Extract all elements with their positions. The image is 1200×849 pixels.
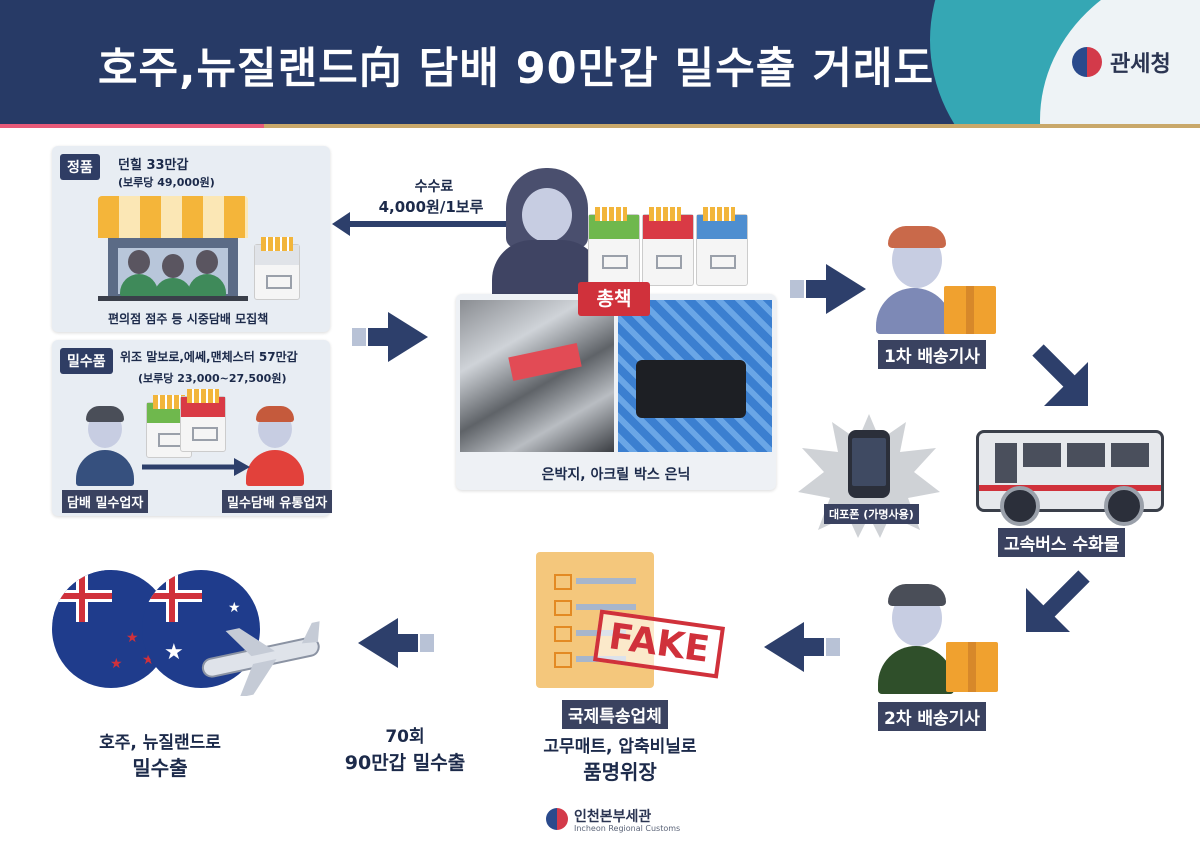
- fee-arrow-icon: [332, 212, 508, 236]
- count-total: 90만갑 밀수출: [344, 752, 466, 774]
- pack-blue-icon: [696, 207, 748, 286]
- concealment-caption: 은박지, 아크릴 박스 은닉: [541, 467, 691, 483]
- driver2-body: [878, 646, 954, 694]
- genuine-caption: 편의점 점주 등 시중담배 모집책: [108, 312, 269, 326]
- page-title: 호주,뉴질랜드向 담배 90만갑 밀수출 거래도: [98, 44, 935, 94]
- store-awning-icon: [98, 196, 248, 238]
- driver1-label: 1차 배송기사: [878, 340, 986, 369]
- boss-badge: 총책: [578, 282, 650, 316]
- flow-arrow-icon: [1032, 344, 1088, 406]
- distributor-hair: [256, 406, 294, 422]
- bus-wheel: [1000, 486, 1040, 526]
- flow-arrow-icon: [352, 312, 428, 362]
- cigarette-pack-icon: [254, 237, 300, 300]
- driver1-body: [876, 288, 952, 334]
- count-label: 70회: [385, 727, 425, 747]
- store-floor: [98, 296, 248, 301]
- evidence-photo-foil: [460, 300, 614, 452]
- person-body: [188, 274, 226, 296]
- person-icon: [196, 250, 218, 274]
- courier-method: 고무매트, 압축비닐로: [543, 737, 697, 757]
- bus-label: 고속버스 수화물: [998, 528, 1126, 557]
- evidence-photo-box: [618, 300, 772, 452]
- smuggler-body: [76, 450, 134, 486]
- courier-disguise: 품명위장: [583, 760, 657, 784]
- header-stripe: [0, 124, 1200, 128]
- agency-name: 관세청: [1110, 52, 1171, 77]
- phone-icon: [848, 430, 890, 498]
- parcel-box-icon: [946, 642, 998, 692]
- genuine-item: 던힐 33만갑: [118, 158, 189, 173]
- smuggler-label: 담배 밀수업자: [62, 490, 149, 513]
- taegeuk-logo-icon: [546, 808, 568, 830]
- person-body: [120, 274, 158, 296]
- evidence-black-mat: [636, 360, 746, 418]
- transfer-arrow-icon: [142, 458, 250, 476]
- smuggled-item: 위조 말보로,에쎄,맨체스터 57만갑: [120, 350, 298, 364]
- pack-green-icon: [588, 207, 640, 286]
- driver1-hair: [888, 226, 946, 248]
- phone-label: 대포폰 (가명사용): [824, 504, 919, 524]
- genuine-price: (보루당 49,000원): [118, 176, 215, 189]
- smuggled-price: (보루당 23,000~27,500원): [138, 372, 287, 385]
- header-bar: [0, 0, 1200, 124]
- driver2-label: 2차 배송기사: [878, 702, 986, 731]
- distributor-label: 밀수담배 유통업자: [222, 490, 333, 513]
- parcel-box-icon: [944, 286, 996, 334]
- footer-name: 인천본부세관: [574, 809, 652, 825]
- fee-label: 수수료: [414, 179, 454, 195]
- evidence-red-pack: [508, 342, 582, 382]
- flow-arrow-icon: [1026, 570, 1090, 632]
- genuine-tag: 정품: [60, 154, 100, 180]
- smuggler-hair: [86, 406, 124, 422]
- destination-label: 호주, 뉴질랜드로: [99, 733, 221, 753]
- distributor-body: [246, 450, 304, 486]
- boss-face: [522, 188, 572, 242]
- footer-subtitle: Incheon Regional Customs: [574, 824, 681, 833]
- bus-wheel: [1104, 486, 1144, 526]
- airplane-icon: [201, 621, 320, 696]
- flow-arrow-icon: [790, 264, 866, 314]
- smuggled-panel: 밀수품 위조 말보로,에쎄,맨체스터 57만갑 (보루당 23,000~27,5…: [52, 340, 333, 516]
- courier-label: 국제특송업체: [562, 700, 668, 729]
- genuine-panel: 정품 던힐 33만갑 (보루당 49,000원) 편의점 점주 등 시중담배 모…: [52, 146, 330, 332]
- pack-red-icon: [642, 207, 694, 286]
- fake-pack-icon: [180, 389, 226, 452]
- taegeuk-logo-icon: [1072, 47, 1102, 77]
- fee-amount: 4,000원/1보루: [378, 198, 484, 216]
- person-icon: [162, 254, 184, 278]
- destination-export: 밀수출: [132, 756, 188, 780]
- flow-arrow-icon: [358, 618, 434, 668]
- flow-arrow-icon: [764, 622, 840, 672]
- person-body: [154, 278, 192, 298]
- boss-panel: 은박지, 아크릴 박스 은닉: [456, 294, 776, 490]
- person-icon: [128, 250, 150, 274]
- smuggled-tag: 밀수품: [60, 348, 113, 374]
- driver2-hair: [888, 584, 946, 606]
